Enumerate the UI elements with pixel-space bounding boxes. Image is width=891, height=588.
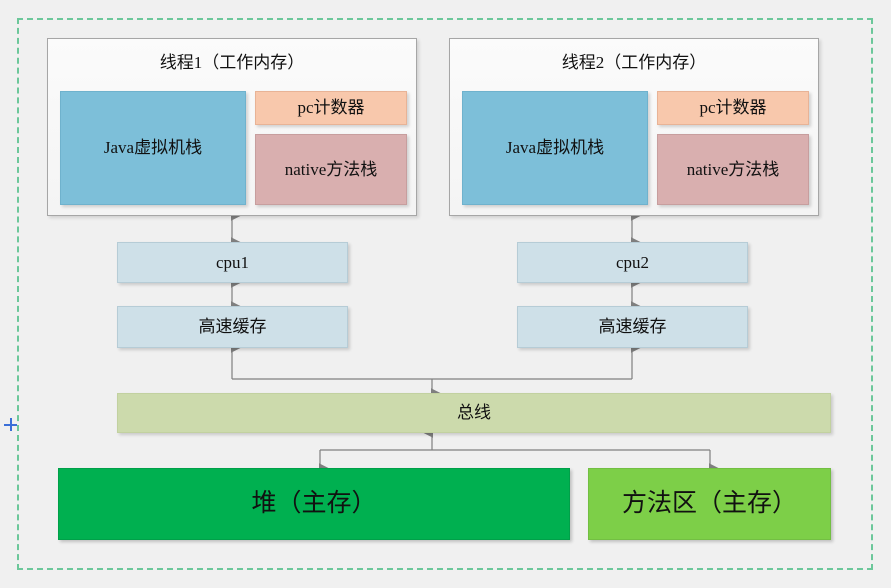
thread-1-container[interactable]: 线程1（工作内存） Java虚拟机栈 pc计数器 native方法栈 <box>47 38 417 216</box>
thread-2-title: 线程2（工作内存） <box>561 53 707 72</box>
heap-main-memory-box[interactable]: 堆（主存） <box>58 468 570 540</box>
thread-2-native-stack[interactable]: native方法栈 <box>657 134 809 205</box>
cpu1-cache-box[interactable]: 高速缓存 <box>117 306 348 348</box>
thread-2-pc-counter[interactable]: pc计数器 <box>657 91 809 125</box>
cpu2-box[interactable]: cpu2 <box>517 242 748 283</box>
thread-1-title: 线程1（工作内存） <box>159 53 305 72</box>
thread-2-jvm-stack[interactable]: Java虚拟机栈 <box>462 91 648 205</box>
cpu1-box[interactable]: cpu1 <box>117 242 348 283</box>
thread-2-container[interactable]: 线程2（工作内存） Java虚拟机栈 pc计数器 native方法栈 <box>449 38 819 216</box>
cpu2-cache-box[interactable]: 高速缓存 <box>517 306 748 348</box>
move-crosshair-icon[interactable] <box>4 418 17 431</box>
thread-1-pc-counter[interactable]: pc计数器 <box>255 91 407 125</box>
thread-1-native-stack[interactable]: native方法栈 <box>255 134 407 205</box>
thread-1-jvm-stack[interactable]: Java虚拟机栈 <box>60 91 246 205</box>
bus-box[interactable]: 总线 <box>117 393 831 433</box>
method-area-main-memory-box[interactable]: 方法区（主存） <box>588 468 831 540</box>
